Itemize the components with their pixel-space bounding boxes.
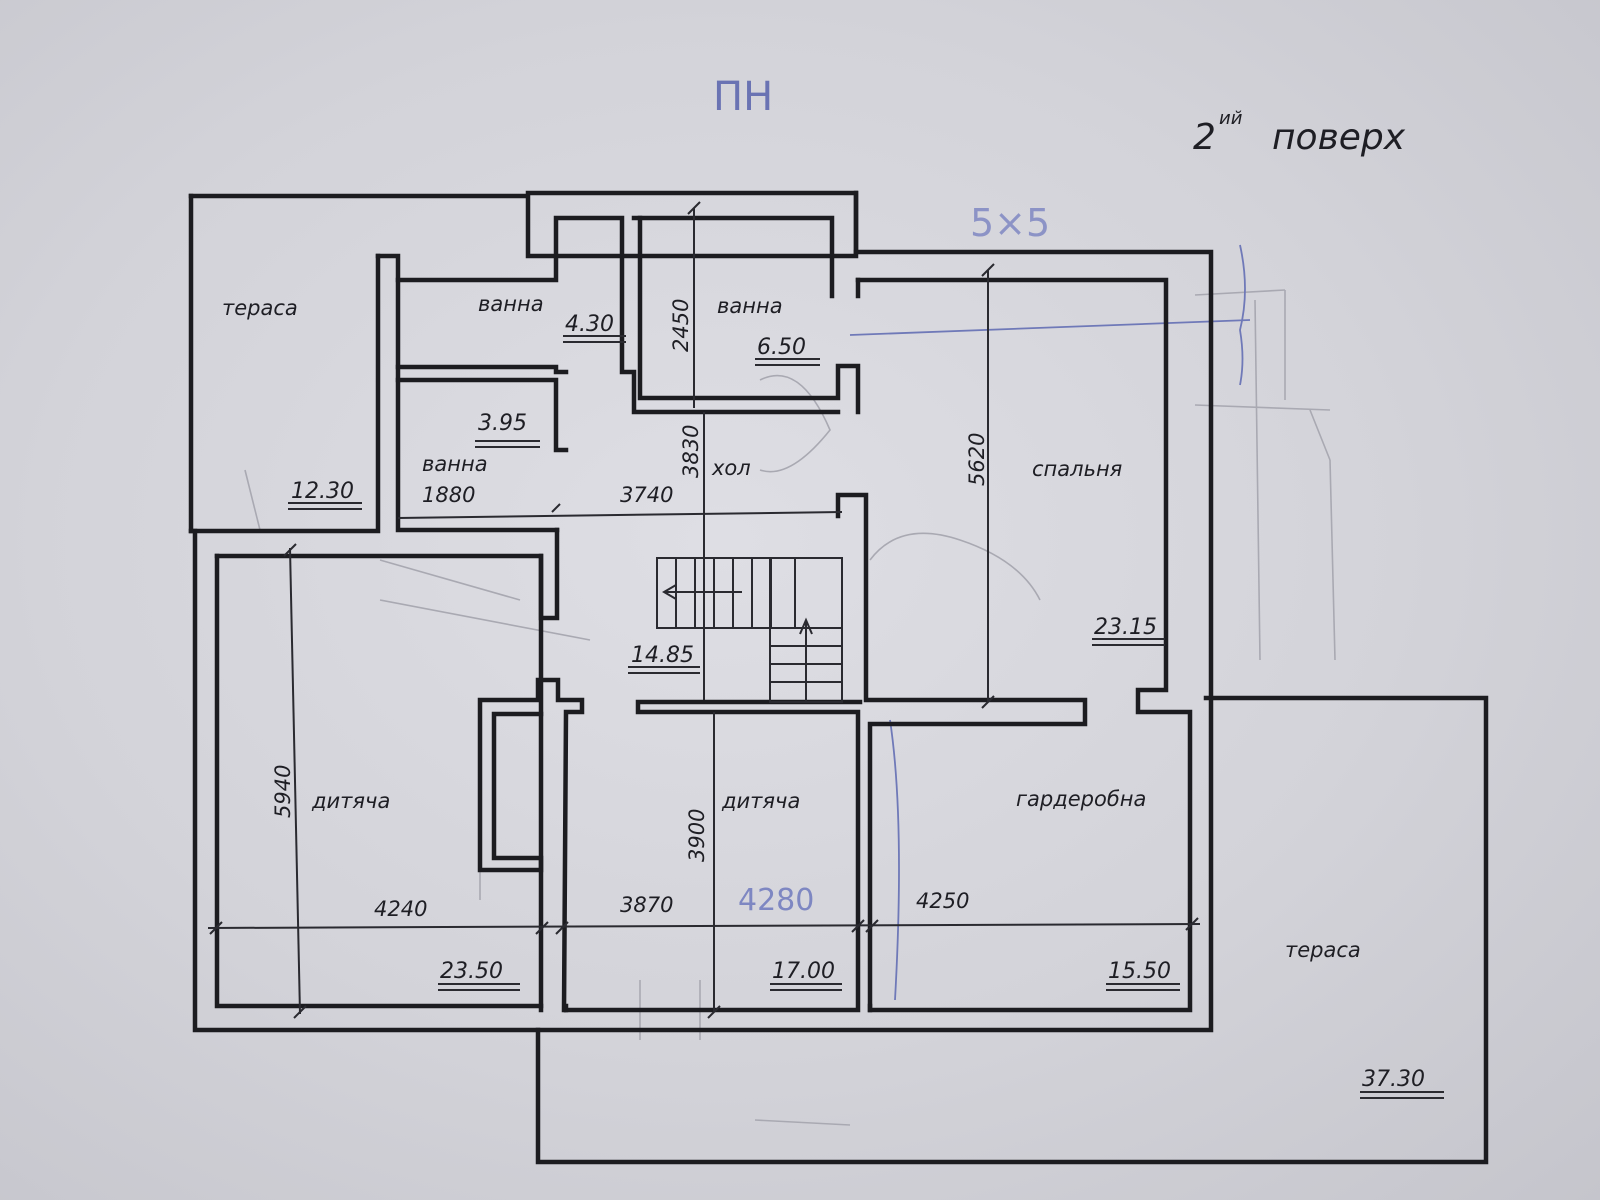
room-area-wardrobe: 15.50	[1108, 959, 1171, 984]
room-area-child-2: 17.00	[772, 959, 835, 984]
blue-pen-marks	[849, 244, 1251, 1001]
dim-3830: 3830	[679, 425, 703, 478]
walls	[188, 190, 1489, 1165]
staircase	[656, 557, 843, 703]
sheet-mark: ПН	[713, 74, 773, 120]
room-name-bath-1: ванна	[478, 292, 544, 316]
dim-3740: 3740	[620, 483, 673, 507]
dim-3870: 3870	[620, 893, 673, 917]
room-name-child-2: дитяча	[721, 789, 800, 813]
dim-4250: 4250	[916, 889, 969, 913]
dim-5940: 5940	[271, 765, 295, 818]
room-name-wardrobe: гардеробна	[1016, 787, 1146, 811]
dimension-lines	[207, 201, 1201, 1019]
room-area-child-1: 23.50	[440, 959, 503, 984]
dim-1880: 1880	[422, 483, 475, 507]
room-name-bath-3: ванна	[422, 452, 488, 476]
room-name-terrace-bottom: тераса	[1285, 938, 1361, 962]
room-area-terrace-bottom: 37.30	[1362, 1067, 1425, 1092]
area-underlines	[288, 335, 1444, 1099]
dim-5620: 5620	[965, 433, 989, 486]
room-name-child-1: дитяча	[311, 789, 390, 813]
dim-3900: 3900	[685, 809, 709, 862]
room-area-hall: 14.85	[631, 643, 694, 668]
room-area-bath-3: 3.95	[478, 411, 527, 436]
dim-2450: 2450	[669, 299, 693, 352]
room-name-hall: хол	[711, 456, 751, 480]
dim-4280-blue: 4280	[738, 883, 814, 918]
blue-note: 5×5	[970, 201, 1050, 245]
room-name-bath-2: ванна	[717, 294, 783, 318]
floor-title: поверх	[1272, 117, 1406, 158]
pencil-sketch-marks	[244, 289, 1336, 1126]
floor-number: 2	[1193, 117, 1216, 158]
room-area-bath-2: 6.50	[757, 335, 806, 360]
room-area-bath-1: 4.30	[565, 312, 614, 337]
room-name-terrace-top: тераса	[222, 296, 298, 320]
floor-number-superscript: ий	[1219, 108, 1243, 129]
room-name-bedroom: спальня	[1032, 457, 1122, 481]
room-area-bedroom: 23.15	[1094, 615, 1157, 640]
room-area-terrace-top: 12.30	[291, 479, 354, 504]
dim-4240: 4240	[374, 897, 427, 921]
